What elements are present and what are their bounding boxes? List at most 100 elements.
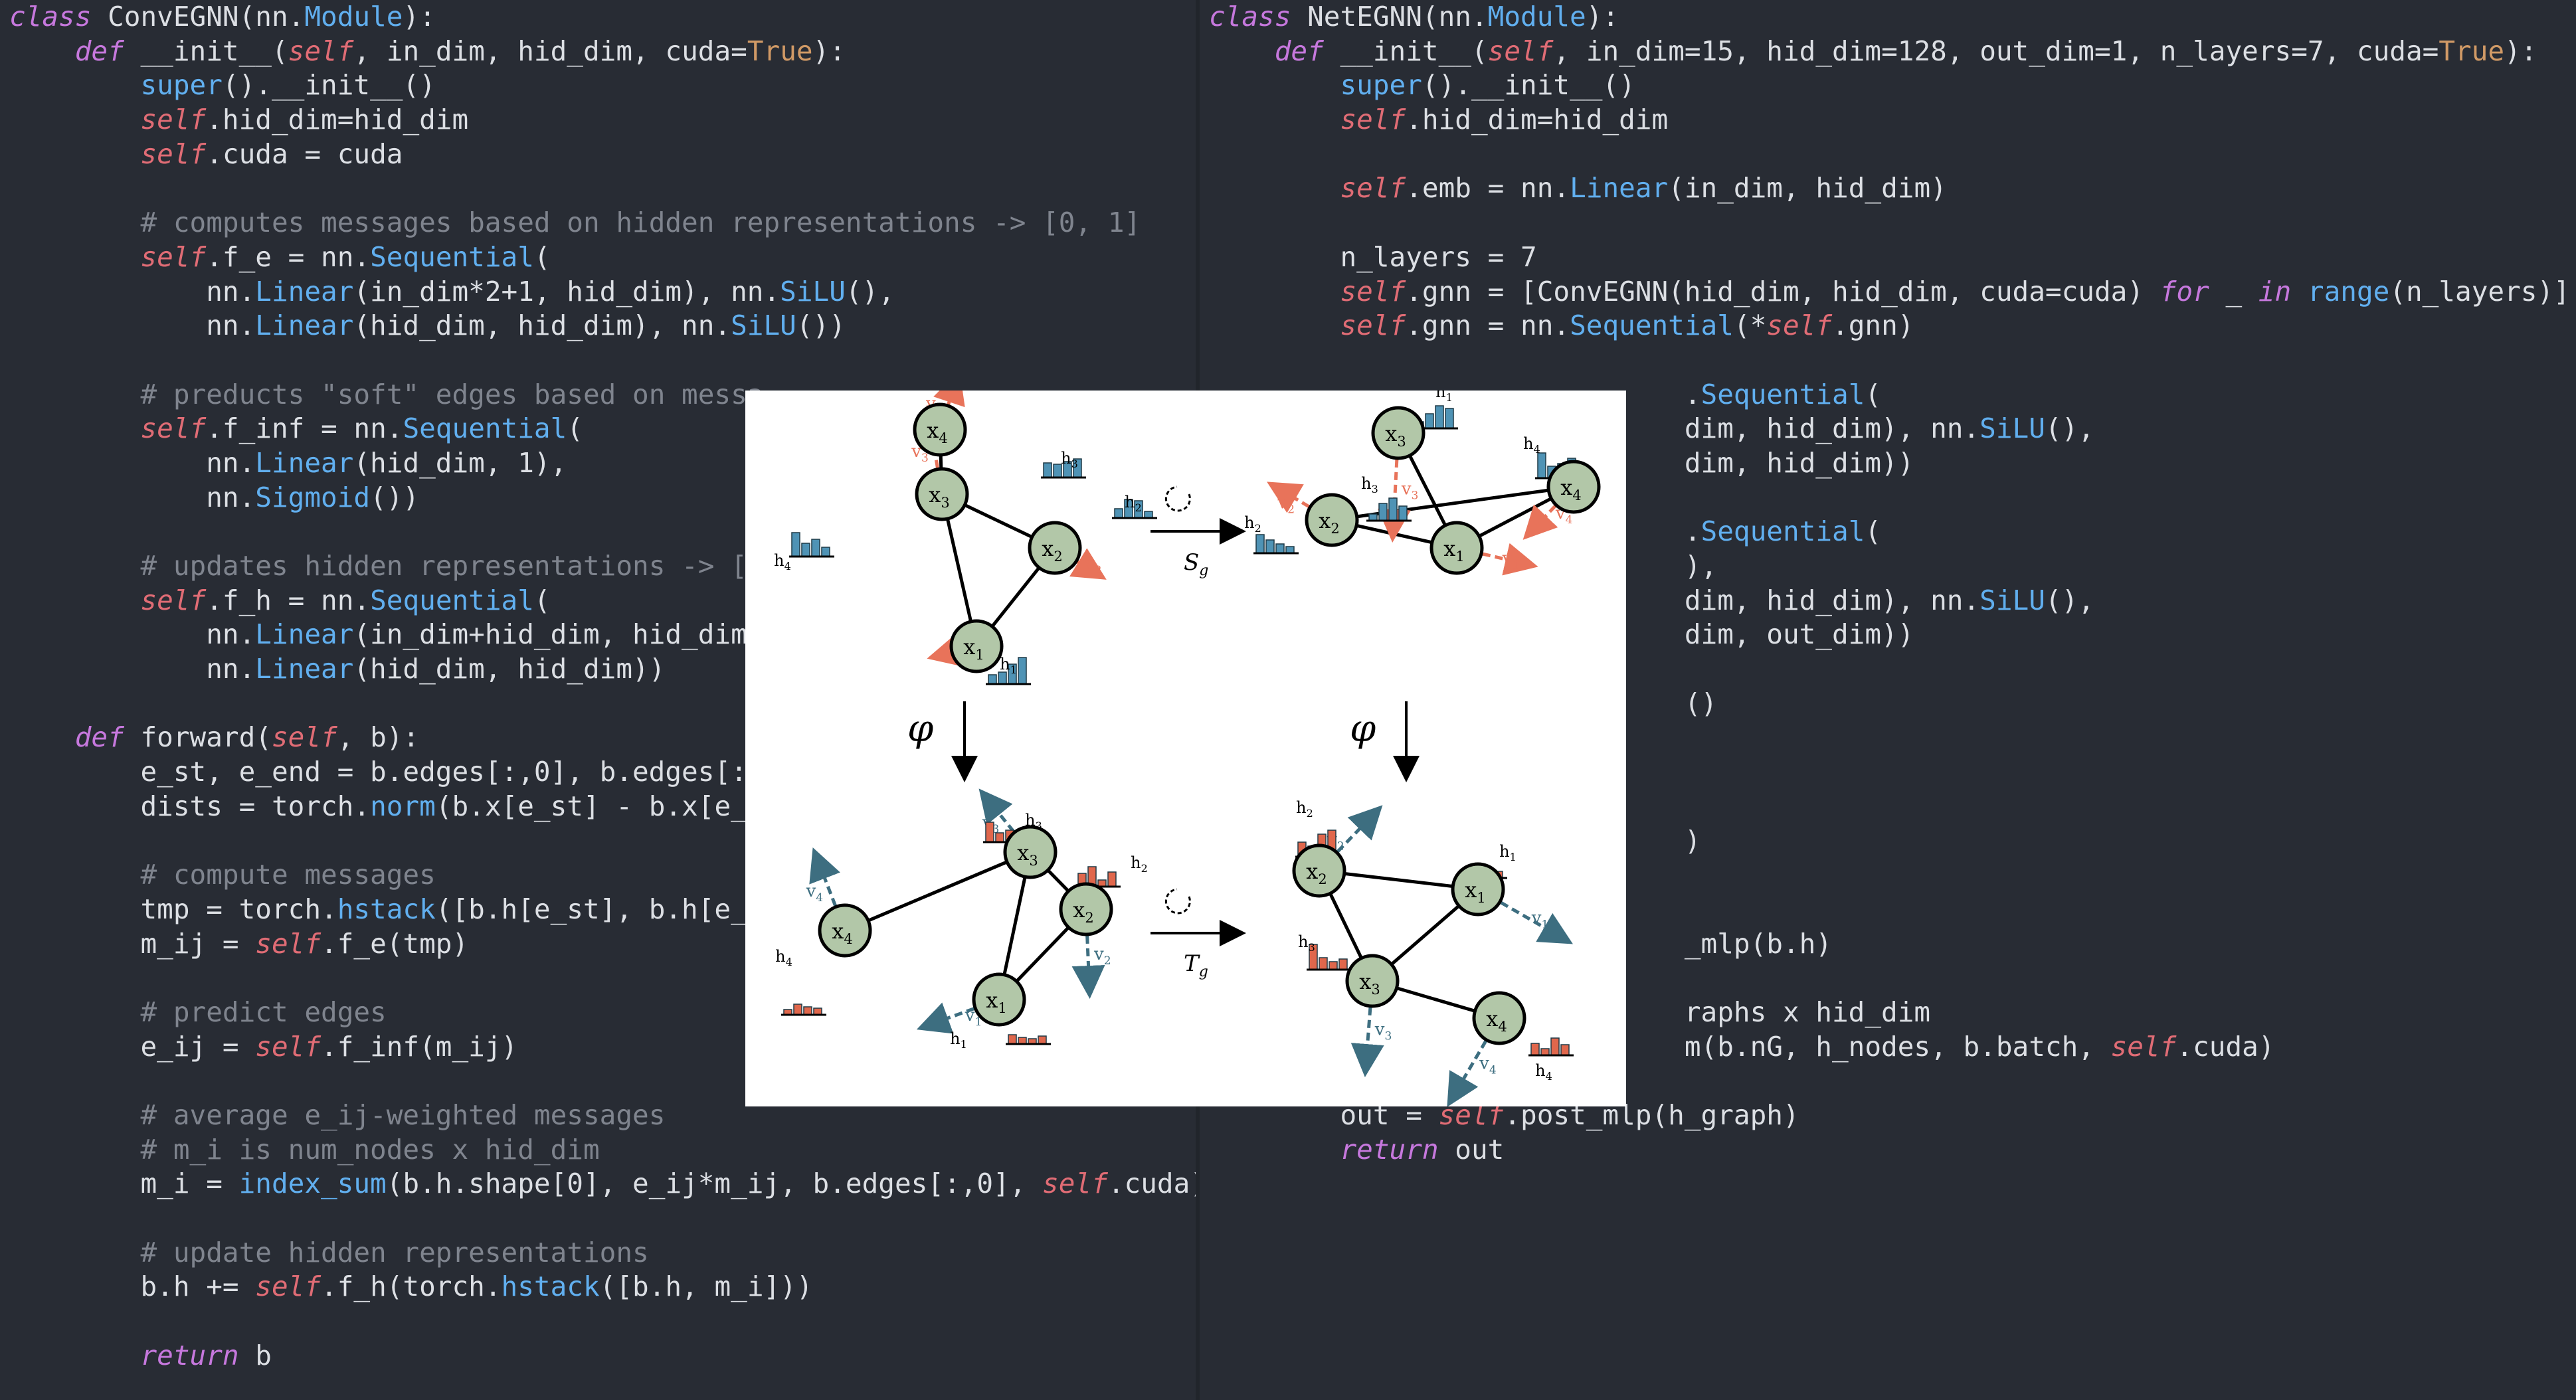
right-code-line[interactable]: m(b.nG, h_nodes, b.batch, self.cuda): [1209, 1030, 2570, 1065]
left-code-line[interactable]: def forward(self, b):: [9, 721, 1196, 755]
right-code-line[interactable]: self.gnn = [ConvEGNN(hid_dim, hid_dim, c…: [1209, 275, 2569, 309]
top-right-histogram-bar: [1388, 497, 1398, 521]
rotation-glyph-bottom: [1164, 888, 1191, 915]
left-code-line[interactable]: e_ij = self.f_inf(m_ij): [9, 1030, 1196, 1065]
left-code-line[interactable]: # update hidden representations: [9, 1236, 1196, 1270]
bottom-right-histogram-label: h2: [1296, 798, 1313, 820]
top-left-node-circle: [915, 467, 969, 521]
left-code-line[interactable]: # average e_ij-weighted messages: [9, 1098, 1196, 1133]
left-code-line[interactable]: dists = torch.norm(b.x[e_st] - b.x[e_e: [9, 790, 1196, 824]
bottom-left-histogram-bar: [995, 832, 1004, 843]
left-code-line[interactable]: self.hid_dim=hid_dim: [9, 103, 1196, 137]
right-code-line[interactable]: .Sequential(: [1209, 515, 2570, 549]
right-code-line[interactable]: raphs x hid_dim: [1209, 996, 2570, 1030]
left-code-line[interactable]: # predict edges: [9, 996, 1196, 1030]
left-code-line-text: [9, 687, 26, 719]
top-right-histogram-bar: [1255, 534, 1265, 554]
left-code-line[interactable]: nn.Linear(in_dim+hid_dim, hid_dim): [9, 618, 1196, 652]
left-code-line-text: [9, 1065, 26, 1096]
left-code-line[interactable]: nn.Linear(hid_dim, hid_dim)): [9, 652, 1196, 687]
left-code-line[interactable]: m_i = index_sum(b.h.shape[0], e_ij*m_ij,…: [9, 1167, 1196, 1201]
right-code-line[interactable]: dim, out_dim)): [1209, 618, 2570, 652]
right-code-line[interactable]: _mlp(b.h): [1209, 927, 2570, 962]
right-code-line[interactable]: dim, hid_dim)): [1209, 446, 2570, 481]
egnn-equivariance-diagram: v1v2v3v4h1h2h3h4x1x2x3x4v1v2v3v4h1h2h3h4…: [745, 391, 1626, 1106]
right-code-line[interactable]: (): [1209, 687, 2570, 721]
left-code-line[interactable]: nn.Linear(in_dim*2+1, hid_dim), nn.SiLU(…: [9, 275, 1196, 309]
top-left-node-circle: [1028, 521, 1082, 575]
top-left-histogram-bar: [1043, 462, 1052, 478]
right-code-line[interactable]: self.emb = nn.Linear(in_dim, hid_dim): [1209, 171, 2570, 206]
bottom-left-node-circle: [1003, 825, 1058, 879]
left-code-line[interactable]: b.h += self.f_h(torch.hstack([b.h, m_i])…: [9, 1270, 1196, 1304]
left-code-line[interactable]: # compute messages: [9, 858, 1196, 893]
bottom-right-velocity-label: v4: [1479, 1054, 1497, 1077]
left-code-line[interactable]: # preducts "soft" edges based on messa: [9, 378, 1196, 412]
right-code-line[interactable]: def __init__(self, in_dim=15, hid_dim=12…: [1209, 35, 2570, 69]
left-code-line[interactable]: self.f_e = nn.Sequential(: [9, 240, 1196, 275]
left-code-line[interactable]: [9, 343, 1196, 378]
bottom-left-velocity-arrow: [809, 847, 840, 907]
right-code-line[interactable]: .Sequential(: [1209, 378, 2570, 412]
left-code-line[interactable]: # m_i is num_nodes x hid_dim: [9, 1133, 1196, 1168]
left-code-line[interactable]: super().__init__(): [9, 68, 1196, 103]
right-code-line[interactable]: [1209, 343, 2570, 378]
t-map-label: Tg: [1184, 950, 1208, 980]
right-code-line[interactable]: self.hid_dim=hid_dim: [1209, 103, 2570, 137]
top-right-node-label: x2: [1319, 508, 1339, 537]
left-code-line-text: self.cuda = cuda: [140, 137, 403, 170]
left-code-line-text: dists = torch.norm(b.x[e_st] - b.x[e_e: [9, 790, 764, 822]
right-code-block[interactable]: class NetEGNN(nn.Module): def __init__(s…: [1209, 0, 2570, 1167]
right-code-line[interactable]: [1209, 137, 2570, 172]
right-code-line[interactable]: ): [1209, 824, 2570, 859]
left-code-line[interactable]: self.f_h = nn.Sequential(: [9, 584, 1196, 618]
left-code-line[interactable]: class ConvEGNN(nn.Module):: [9, 0, 1196, 35]
right-code-line[interactable]: n_layers = 7: [1209, 240, 2570, 275]
bottom-left-histogram-bar: [793, 1004, 802, 1015]
right-code-line-text: dim, hid_dim), nn.SiLU(),: [1684, 584, 2094, 616]
top-right-histogram-bar: [1445, 408, 1454, 429]
right-code-line[interactable]: class NetEGNN(nn.Module):: [1209, 0, 2570, 35]
right-code-line[interactable]: dim, hid_dim), nn.SiLU(),: [1209, 584, 2570, 618]
bottom-left-velocity-arrow: [1071, 935, 1105, 999]
bottom-right-velocity-arrow: [1336, 805, 1383, 853]
bottom-left-histogram-label: h4: [775, 947, 792, 968]
left-code-line[interactable]: self.f_inf = nn.Sequential(: [9, 412, 1196, 446]
right-code-line[interactable]: ),: [1209, 549, 2570, 584]
right-code-line[interactable]: [1209, 206, 2570, 240]
right-code-line-text: .Sequential(: [1684, 515, 1882, 548]
left-code-line[interactable]: nn.Sigmoid()): [9, 481, 1196, 515]
right-code-line[interactable]: self.gnn = nn.Sequential(*self.gnn): [1209, 309, 2570, 343]
right-code-line-text: _mlp(b.h): [1684, 927, 1832, 960]
top-left-node-circle: [913, 402, 967, 457]
left-code-line-text: # average e_ij-weighted messages: [140, 1099, 666, 1131]
right-code-line[interactable]: return out: [1209, 1133, 2570, 1168]
bottom-right-node-label: x3: [1359, 969, 1380, 998]
left-code-line[interactable]: [9, 1201, 1196, 1236]
left-code-line-text: [9, 1305, 26, 1337]
left-code-line[interactable]: nn.Linear(hid_dim, 1),: [9, 446, 1196, 481]
bottom-left-histogram-bar: [1038, 1035, 1047, 1045]
left-code-line[interactable]: e_st, e_end = b.edges[:,0], b.edges[:,: [9, 755, 1196, 790]
left-code-block[interactable]: class ConvEGNN(nn.Module): def __init__(…: [9, 0, 1196, 1373]
left-code-line[interactable]: return b: [9, 1339, 1196, 1373]
right-code-line[interactable]: dim, hid_dim), nn.SiLU(),: [1209, 412, 2570, 446]
top-right-velocity-arrow: [1522, 504, 1558, 540]
left-code-line[interactable]: tmp = torch.hstack([b.h[e_st], b.h[e_e: [9, 893, 1196, 927]
left-code-line-text: def forward(self, b):: [74, 721, 420, 754]
left-code-line-text: # m_i is num_nodes x hid_dim: [140, 1133, 600, 1166]
right-code-line[interactable]: super().__init__(): [1209, 68, 2570, 103]
bottom-left-velocity-label: v2: [1093, 944, 1111, 968]
top-left-histogram-bar: [791, 532, 800, 557]
top-right-velocity-label: v3: [1401, 480, 1419, 503]
left-code-line[interactable]: m_ij = self.f_e(tmp): [9, 927, 1196, 962]
left-code-line-text: # compute messages: [140, 859, 436, 891]
left-code-line[interactable]: [9, 171, 1196, 206]
left-code-line[interactable]: def __init__(self, in_dim, hid_dim, cuda…: [9, 35, 1196, 69]
left-code-line[interactable]: # computes messages based on hidden repr…: [9, 206, 1196, 240]
left-code-line[interactable]: [9, 1304, 1196, 1339]
right-code-line-text: ): [1684, 824, 1701, 857]
left-code-line[interactable]: nn.Linear(hid_dim, hid_dim), nn.SiLU()): [9, 309, 1196, 343]
left-code-line[interactable]: self.cuda = cuda: [9, 137, 1196, 172]
left-code-line-text: self.hid_dim=hid_dim: [140, 104, 469, 136]
